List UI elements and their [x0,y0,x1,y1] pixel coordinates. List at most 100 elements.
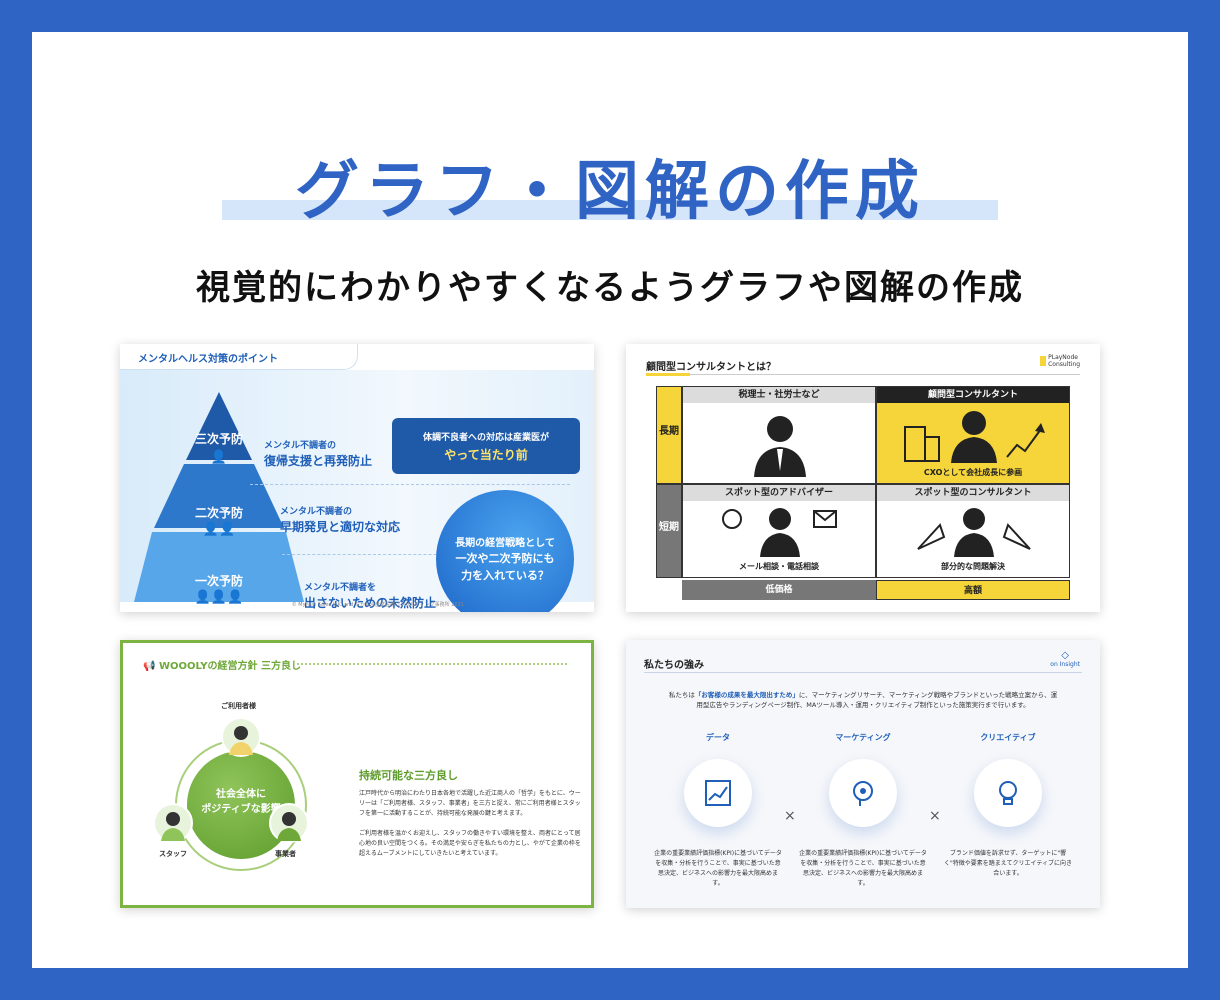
cell-caption: 部分的な問題解決 [941,562,1005,571]
logo-mark-icon [1040,356,1047,366]
divider [282,554,482,555]
staff-label: スタッフ [159,850,187,858]
callout-text: 体調不良者への対応は産業医が [422,433,549,443]
slide-title: 顧問型コンサルタントとは？ [646,362,776,373]
strength-column-marketing: マーケティング 企業の重要業績評価指標(KPI)に基づいてデータを収集・分析を行… [793,732,933,889]
subtitle: 視覚的にわかりやすくなるようグラフや図解の作成 [196,268,1024,308]
short-term-label: 短期 [659,522,679,533]
tier-3-label: 三次予防 [194,432,243,446]
tier-3-desc: 復帰支援と再発防止 [264,454,373,468]
growth-icon [904,411,1045,463]
dotted-rule [297,663,567,665]
title-underline [644,672,1082,673]
head-icon [829,759,897,827]
cell-header: 顧問型コンサルタント [877,387,1069,403]
slide-strengths: 私たちの強み ◇ on Insight 私たちは「お客様の成果を最大限出すため」… [626,640,1100,908]
column-desc: 企業の重要業績評価指標(KPI)に基づいてデータを収集・分析を行うことで、事実に… [799,850,927,887]
circle-emphasis-1: 一次や二次予防にも [455,552,555,565]
logo-text: on Insight [1050,661,1080,668]
staff-avatar-icon [153,803,193,843]
short-term-bar [656,484,682,578]
cell-caption: メール相談・電話相談 [739,562,819,571]
slide-mental-health: メンタルヘルス対策のポイント 三次予防 👤 二次予防 👤👤 一次予防 👤👤👤 メ… [120,344,594,612]
pyramid-tier-3 [186,392,252,460]
circle-text: 長期の経営戦略として [455,538,555,549]
main-title: グラフ・図解の作成 [32,140,1188,232]
users-label: ご利用者様 [221,702,256,710]
long-term-label: 長期 [659,426,679,437]
consult-icon [722,508,837,557]
column-label: マーケティング [835,733,891,742]
cell-header: スポット型のアドバイザー [683,485,875,501]
long-term-bar [656,386,682,484]
person-icon: 👤 [210,450,228,465]
matrix-cell: 税理士・社労士など [682,386,876,484]
spotlight-icon [917,508,1031,557]
cell-header: 税理士・社労士など [683,387,875,403]
center-text-2: ポジティブな影響 [201,804,281,815]
slide-tab-title: メンタルヘルス対策のポイント [120,344,358,370]
tier-1-desc-small: メンタル不調者を [304,583,377,593]
tier-1-desc: 出さないための未然防止 [304,596,437,610]
cell-caption: CXOとして会社成長に参画 [923,468,1023,477]
slide-title: 📢 WOOOLYの経営方針 三方良し [143,657,301,672]
paragraph-1: 江戸時代から明治にわたり日本各地で活躍した近江商人の「哲学」をもとに、ウーリーは… [359,790,581,817]
callout-box: 体調不良者への対応は産業医が やって当たり前 [392,418,580,474]
column-desc: ブランド価値を訴求せず、ターゲットに"響く"特徴や要素を踏まえてクリエイティブに… [944,850,1072,877]
title-accent [646,373,690,376]
circle-emphasis-2: 力を入れている？ [461,569,549,582]
matrix-cell: スポット型のアドバイザー メール相談・電話相談 [682,484,876,578]
prevention-pyramid [134,392,304,602]
cell-header: スポット型のコンサルタント [877,485,1069,501]
slide-footer: © Mynavi Sales K.K. and なかもん産業医療コンサルティング… [291,602,464,608]
matrix-cell: スポット型のコンサルタント 部分的な問題解決 [876,484,1070,578]
company-logo: ◇ on Insight [1050,650,1080,668]
tier-3-desc-small: メンタル不調者の [264,441,337,451]
slide-title-text: WOOOLYの経営方針 三方良し [158,661,302,672]
center-text-1: 社会全体に [216,789,266,800]
intro-pre: 私たちは [668,691,695,699]
logo-line-1: PLayNode [1048,354,1078,361]
person-icon: 👤👤 [202,522,236,537]
times-icon: × [784,808,796,824]
chart-icon [684,759,752,827]
pyramid-tier-2 [154,464,284,528]
pyramid-tier-1 [134,532,304,602]
business-label: 事業者 [275,850,296,858]
megaphone-icon: 📢 [143,661,159,672]
intro-text: 私たちは「お客様の成果を最大限出すため」に、マーケティングリサーチ、マーケティン… [666,690,1060,710]
tier-2-desc-small: メンタル不調者の [280,507,353,517]
content-frame: グラフ・図解の作成 視覚的にわかりやすくなるようグラフや図解の作成 メンタルヘル… [32,32,1188,968]
intro-post: に、マーケティングリサーチ、マーケティング戦略やブランドといった戦略立案から、運… [696,691,1058,709]
tier-2-desc: 早期発見と適切な対応 [280,520,401,534]
person-icon: 👤👤👤 [194,590,244,605]
slide-title: 私たちの強み [644,660,704,671]
price-low: 低価格 [682,580,876,600]
main-title-text: グラフ・図解の作成 [295,155,925,229]
tier-1-label: 一次予防 [194,574,243,588]
tier-2-label: 二次予防 [194,506,243,520]
user-avatar-icon [221,717,261,757]
intro-emphasis: 「お客様の成果を最大限出すため」 [694,691,799,699]
business-avatar-icon [269,803,309,843]
section-heading: 持続可能な三方良し [359,769,458,782]
logo-line-2: Consulting [1048,361,1080,368]
matrix-cell-highlight: 顧問型コンサルタント CXOとして会社成長に参画 [876,386,1070,484]
column-desc: 企業の重要業績評価指標(KPI)に基づいてデータを収集・分析を行うことで、事実に… [654,850,782,887]
strength-column-creative: クリエイティブ ブランド価値を訴求せず、ターゲットに"響く"特徴や要素を踏まえて… [938,732,1078,879]
businessman-icon [754,416,806,477]
column-label: データ [706,733,730,742]
callout-emphasis: やって当たり前 [444,448,528,462]
bulb-icon [974,759,1042,827]
center-circle: 社会全体に ポジティブな影響 [187,751,295,859]
title-underline [646,374,1080,375]
price-high: 高額 [876,580,1070,600]
strategy-circle: 長期の経営戦略として 一次や二次予防にも 力を入れている？ [436,490,574,612]
logo-mark-icon: ◇ [1061,650,1069,661]
strength-column-data: データ 企業の重要業績評価指標(KPI)に基づいてデータを収集・分析を行うことで… [648,732,788,889]
times-icon: × [929,808,941,824]
divider [250,484,570,485]
slide-wooly-policy: 📢 WOOOLYの経営方針 三方良し ご利用者様 社会全体に ポジティブな影響 … [120,640,594,908]
